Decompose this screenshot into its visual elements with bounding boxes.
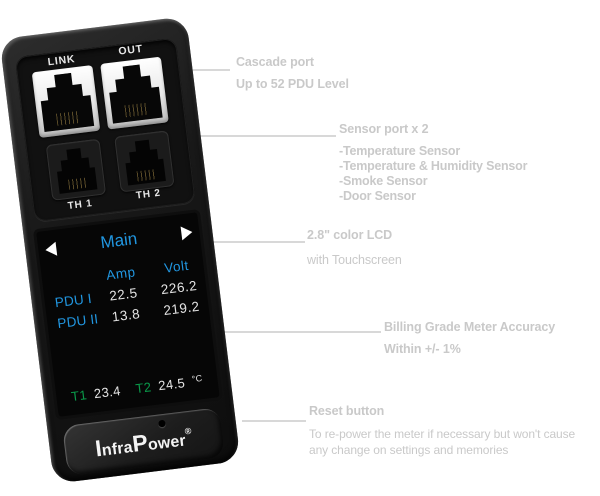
th1-sensor-port <box>45 138 107 201</box>
annotation-title: 2.8" color LCD <box>307 228 393 242</box>
lcd-screen: Main Amp Volt PDU I 22.5 226.2 PDU II 13… <box>36 212 220 417</box>
t2-value: 24.5 <box>157 375 186 394</box>
list-item: -Smoke Sensor <box>339 174 428 188</box>
list-item: -Door Sensor <box>339 189 416 203</box>
t2-label: T2 <box>134 379 153 397</box>
lcd-nav-bar: Main <box>37 221 200 261</box>
pdu1-volt-value: 226.2 <box>160 277 198 298</box>
annotation-text-line: any change on settings and memories <box>309 443 509 457</box>
t1-label: T1 <box>70 387 88 404</box>
infrapower-logo: InfraPower® <box>64 420 224 466</box>
logo-text-nfra: nfra <box>100 438 134 460</box>
logo-text-ower: ower <box>146 432 187 454</box>
port-panel: LINK OUT TH 1 <box>14 37 196 223</box>
link-rj45-port <box>31 65 101 138</box>
leader-line-cascade <box>183 69 230 71</box>
list-item: -Temperature & Humidity Sensor <box>339 159 528 173</box>
rj11-pins <box>69 178 87 190</box>
pdu2-volt-value: 219.2 <box>162 298 201 319</box>
lcd-next-arrow-icon <box>180 225 194 241</box>
leader-line-lcd <box>205 241 305 243</box>
leader-line-billing <box>221 331 381 333</box>
out-rj45-port <box>100 56 169 130</box>
rj45-jack-opening <box>38 71 94 132</box>
annotation-text: with Touchscreen <box>307 253 402 267</box>
annotation-text: Within +/- 1% <box>384 342 461 356</box>
annotation-title: Reset button <box>309 404 385 418</box>
annotation-text: To re-power the meter if necessary but w… <box>309 426 575 458</box>
annotation-text-line: To re-power the meter if necessary but w… <box>309 427 576 441</box>
annotation-sensor-port: Sensor port x 2 -Temperature Sensor -Tem… <box>339 122 527 204</box>
annotation-lcd: 2.8" color LCD with Touchscreen <box>307 228 402 267</box>
rj11-jack-opening <box>54 146 98 194</box>
annotation-billing-accuracy: Billing Grade Meter Accuracy Within +/- … <box>384 320 555 356</box>
bottom-logo-panel: InfraPower® <box>62 407 225 477</box>
amp-column-header: Amp <box>105 264 137 283</box>
annotation-text: Up to 52 PDU Level <box>236 77 349 91</box>
lcd-page-title: Main <box>99 228 139 253</box>
pdu1-amp-value: 22.5 <box>108 285 139 304</box>
pdu2-amp-value: 13.8 <box>111 306 141 325</box>
pdu2-row-label: PDU II <box>56 311 100 332</box>
pdu1-row-label: PDU I <box>54 290 93 311</box>
leader-line-sensor <box>194 135 336 137</box>
list-item: -Temperature Sensor <box>339 144 461 158</box>
annotation-title: Sensor port x 2 <box>339 122 429 136</box>
rj45-pins <box>56 111 79 126</box>
logo-letter-p: P <box>130 429 150 457</box>
annotation-title: Billing Grade Meter Accuracy <box>384 320 556 334</box>
t1-value: 23.4 <box>93 383 122 402</box>
rj45-pins <box>125 103 148 118</box>
annotation-reset-button: Reset button To re-power the meter if ne… <box>309 404 575 458</box>
annotation-title: Cascade port <box>236 55 314 69</box>
rj45-jack-opening <box>106 62 162 123</box>
sensor-type-list: -Temperature Sensor -Temperature & Humid… <box>339 144 527 204</box>
lcd-temperature-row: T1 23.4 T2 24.5 °C <box>56 371 219 406</box>
th2-sensor-port <box>114 130 175 193</box>
table-corner-cell <box>48 269 97 290</box>
rj11-pins <box>137 170 155 182</box>
registered-mark: ® <box>184 425 192 437</box>
annotation-cascade-port: Cascade port Up to 52 PDU Level <box>236 55 349 91</box>
lcd-readings-table: Amp Volt PDU I 22.5 226.2 PDU II 13.8 21… <box>48 256 214 332</box>
temperature-unit: °C <box>191 372 204 385</box>
leader-line-reset <box>242 420 306 422</box>
pdu-meter-device: LINK OUT TH 1 <box>0 16 241 484</box>
volt-column-header: Volt <box>163 257 190 276</box>
rj11-jack-opening <box>122 138 166 186</box>
